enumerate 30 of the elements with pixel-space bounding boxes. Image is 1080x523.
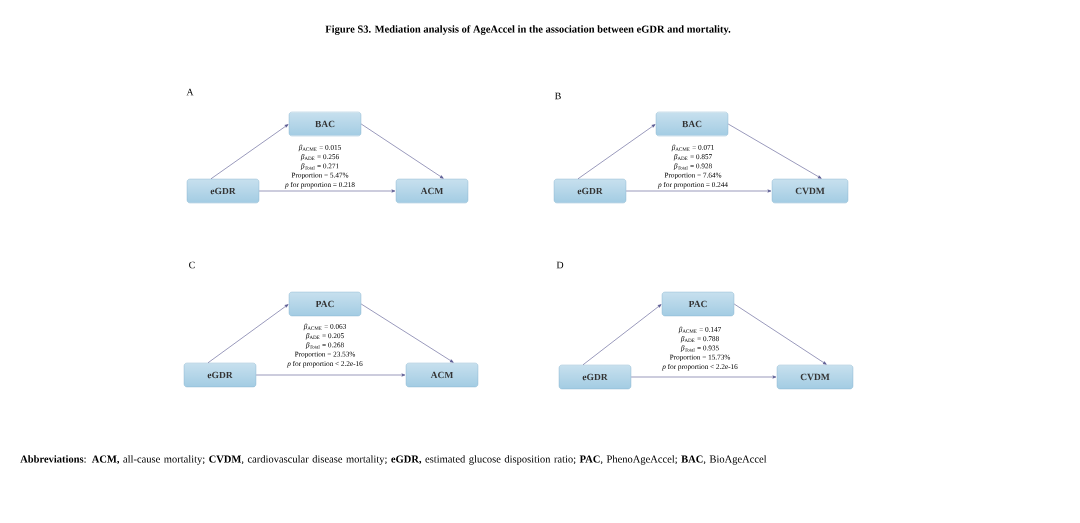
process-box: PAC — [288, 291, 362, 317]
arrow — [210, 124, 289, 180]
panel-letter: C — [189, 261, 195, 269]
arrow — [577, 124, 656, 180]
panel-letter: A — [186, 88, 194, 96]
arrow — [255, 373, 406, 377]
panel-letter: D — [556, 261, 564, 269]
arrow — [360, 123, 444, 179]
process-box: eGDR — [558, 364, 632, 390]
arrow — [727, 123, 822, 179]
process-box: ACM — [405, 362, 479, 388]
arrow — [733, 303, 827, 365]
panel-letter: B — [554, 92, 561, 100]
process-box: CVDM — [771, 178, 849, 204]
arrow — [630, 375, 777, 379]
process-box: eGDR — [553, 178, 627, 204]
arrow — [258, 189, 396, 193]
arrow — [582, 304, 662, 366]
arrow — [360, 303, 454, 363]
caption: Abbreviations: ACM, all-cause mortality; CVDM, cardiovascular disease mortality; eGDR, estimated glucose disposition ratio; PAC, PhenoAgeAccel; BAC, BioAgeAccel — [20, 455, 767, 465]
process-box: CVDM — [776, 364, 854, 390]
process-box: ACM — [395, 178, 469, 204]
process-box: eGDR — [186, 178, 260, 204]
process-box: BAC — [288, 111, 362, 137]
arrow — [207, 304, 289, 364]
process-box: PAC — [661, 291, 735, 317]
process-box: eGDR — [183, 362, 257, 388]
figure-title: Figure S3. Mediation analysis of AgeAccel in the association between eGDR and mortality. — [325, 25, 731, 35]
arrow — [625, 189, 772, 193]
process-box: BAC — [655, 111, 729, 137]
